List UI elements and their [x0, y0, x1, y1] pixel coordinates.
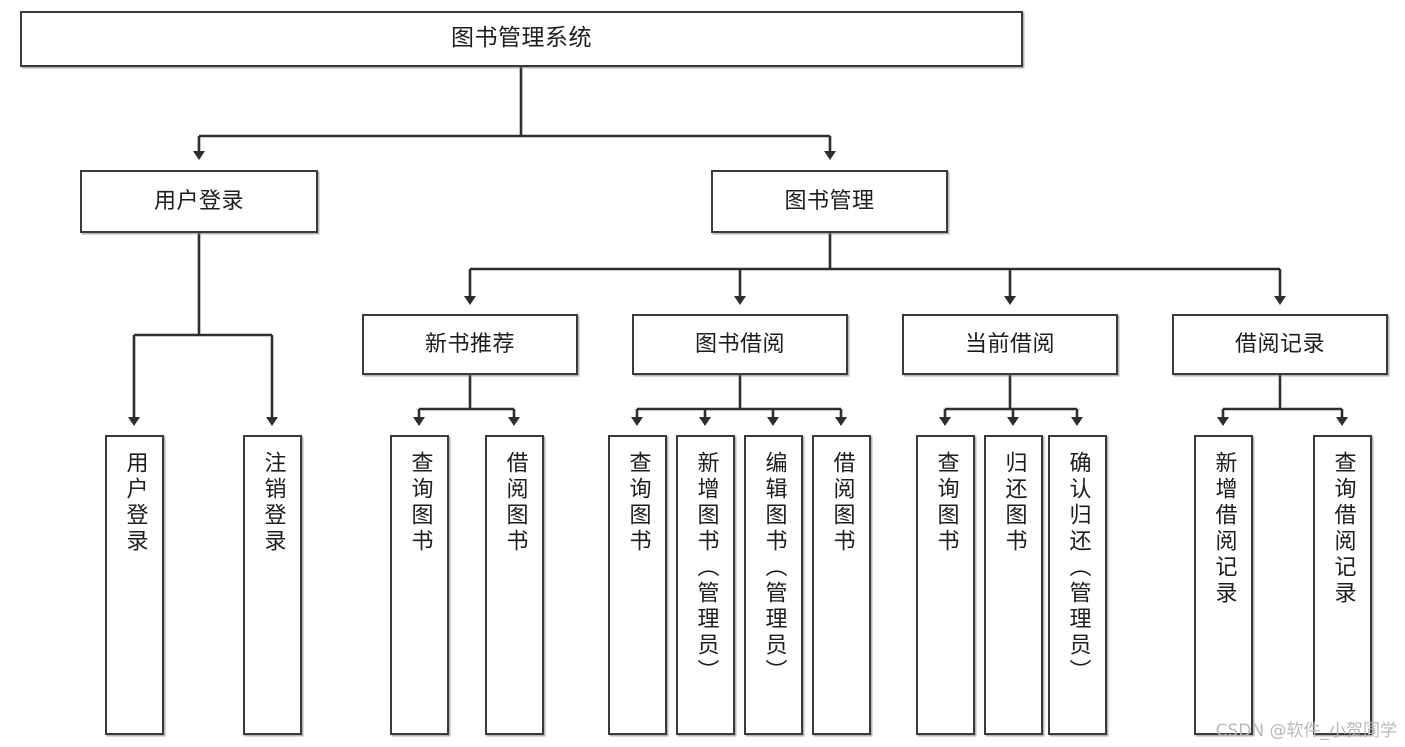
node-book-borrow[interactable]: 图书借阅	[632, 314, 848, 375]
node-borrow-record[interactable]: 借阅记录	[1172, 314, 1388, 375]
node-label: 当前借阅	[964, 331, 1055, 357]
node-current-borrow[interactable]: 当前借阅	[902, 314, 1118, 375]
node-label: 图书借阅	[694, 331, 785, 357]
node-label: 借阅记录	[1234, 331, 1325, 357]
node-root-system[interactable]: 图书管理系统	[20, 11, 1023, 67]
node-label: 新增借阅记录	[1211, 451, 1237, 607]
node-leaf-record-add-record[interactable]: 新增借阅记录	[1194, 435, 1253, 735]
node-label: 用户登录	[153, 188, 244, 214]
node-label: 借阅图书	[502, 451, 528, 555]
node-label: 新书推荐	[424, 331, 515, 357]
node-label: 查询图书	[407, 451, 433, 555]
node-label: 图书管理系统	[451, 25, 592, 52]
node-label: 查询图书	[933, 451, 959, 555]
node-leaf-borrow-edit-book[interactable]: 编辑图书（管理员）	[744, 435, 803, 735]
node-leaf-record-query-record[interactable]: 查询借阅记录	[1313, 435, 1372, 735]
node-label: 注销登录	[260, 451, 286, 555]
node-leaf-borrow-borrow-book[interactable]: 借阅图书	[812, 435, 871, 735]
node-leaf-borrow-add-book[interactable]: 新增图书（管理员）	[676, 435, 735, 735]
node-leaf-user-logout[interactable]: 注销登录	[243, 435, 302, 735]
node-label: 归还图书	[1001, 451, 1027, 555]
node-book-manage[interactable]: 图书管理	[711, 170, 948, 233]
node-leaf-current-query-book[interactable]: 查询图书	[916, 435, 975, 735]
node-label: 查询图书	[625, 451, 651, 555]
node-new-book-recommend[interactable]: 新书推荐	[362, 314, 578, 375]
node-label: 图书管理	[784, 188, 875, 214]
node-label: 确认归还（管理员）	[1065, 451, 1091, 685]
node-label: 新增图书（管理员）	[693, 451, 719, 685]
node-label: 借阅图书	[829, 451, 855, 555]
node-label: 用户登录	[122, 451, 148, 555]
node-user-login[interactable]: 用户登录	[80, 170, 318, 233]
node-label: 编辑图书（管理员）	[761, 451, 787, 685]
node-leaf-current-confirm-return[interactable]: 确认归还（管理员）	[1048, 435, 1107, 735]
node-leaf-current-return-book[interactable]: 归还图书	[984, 435, 1043, 735]
node-leaf-recommend-query-book[interactable]: 查询图书	[390, 435, 449, 735]
node-label: 查询借阅记录	[1330, 451, 1356, 607]
watermark: CSDN @软件_小贺同学	[1215, 721, 1397, 741]
node-leaf-user-login[interactable]: 用户登录	[105, 435, 164, 735]
node-leaf-borrow-query-book[interactable]: 查询图书	[608, 435, 667, 735]
node-leaf-recommend-borrow-book[interactable]: 借阅图书	[485, 435, 544, 735]
